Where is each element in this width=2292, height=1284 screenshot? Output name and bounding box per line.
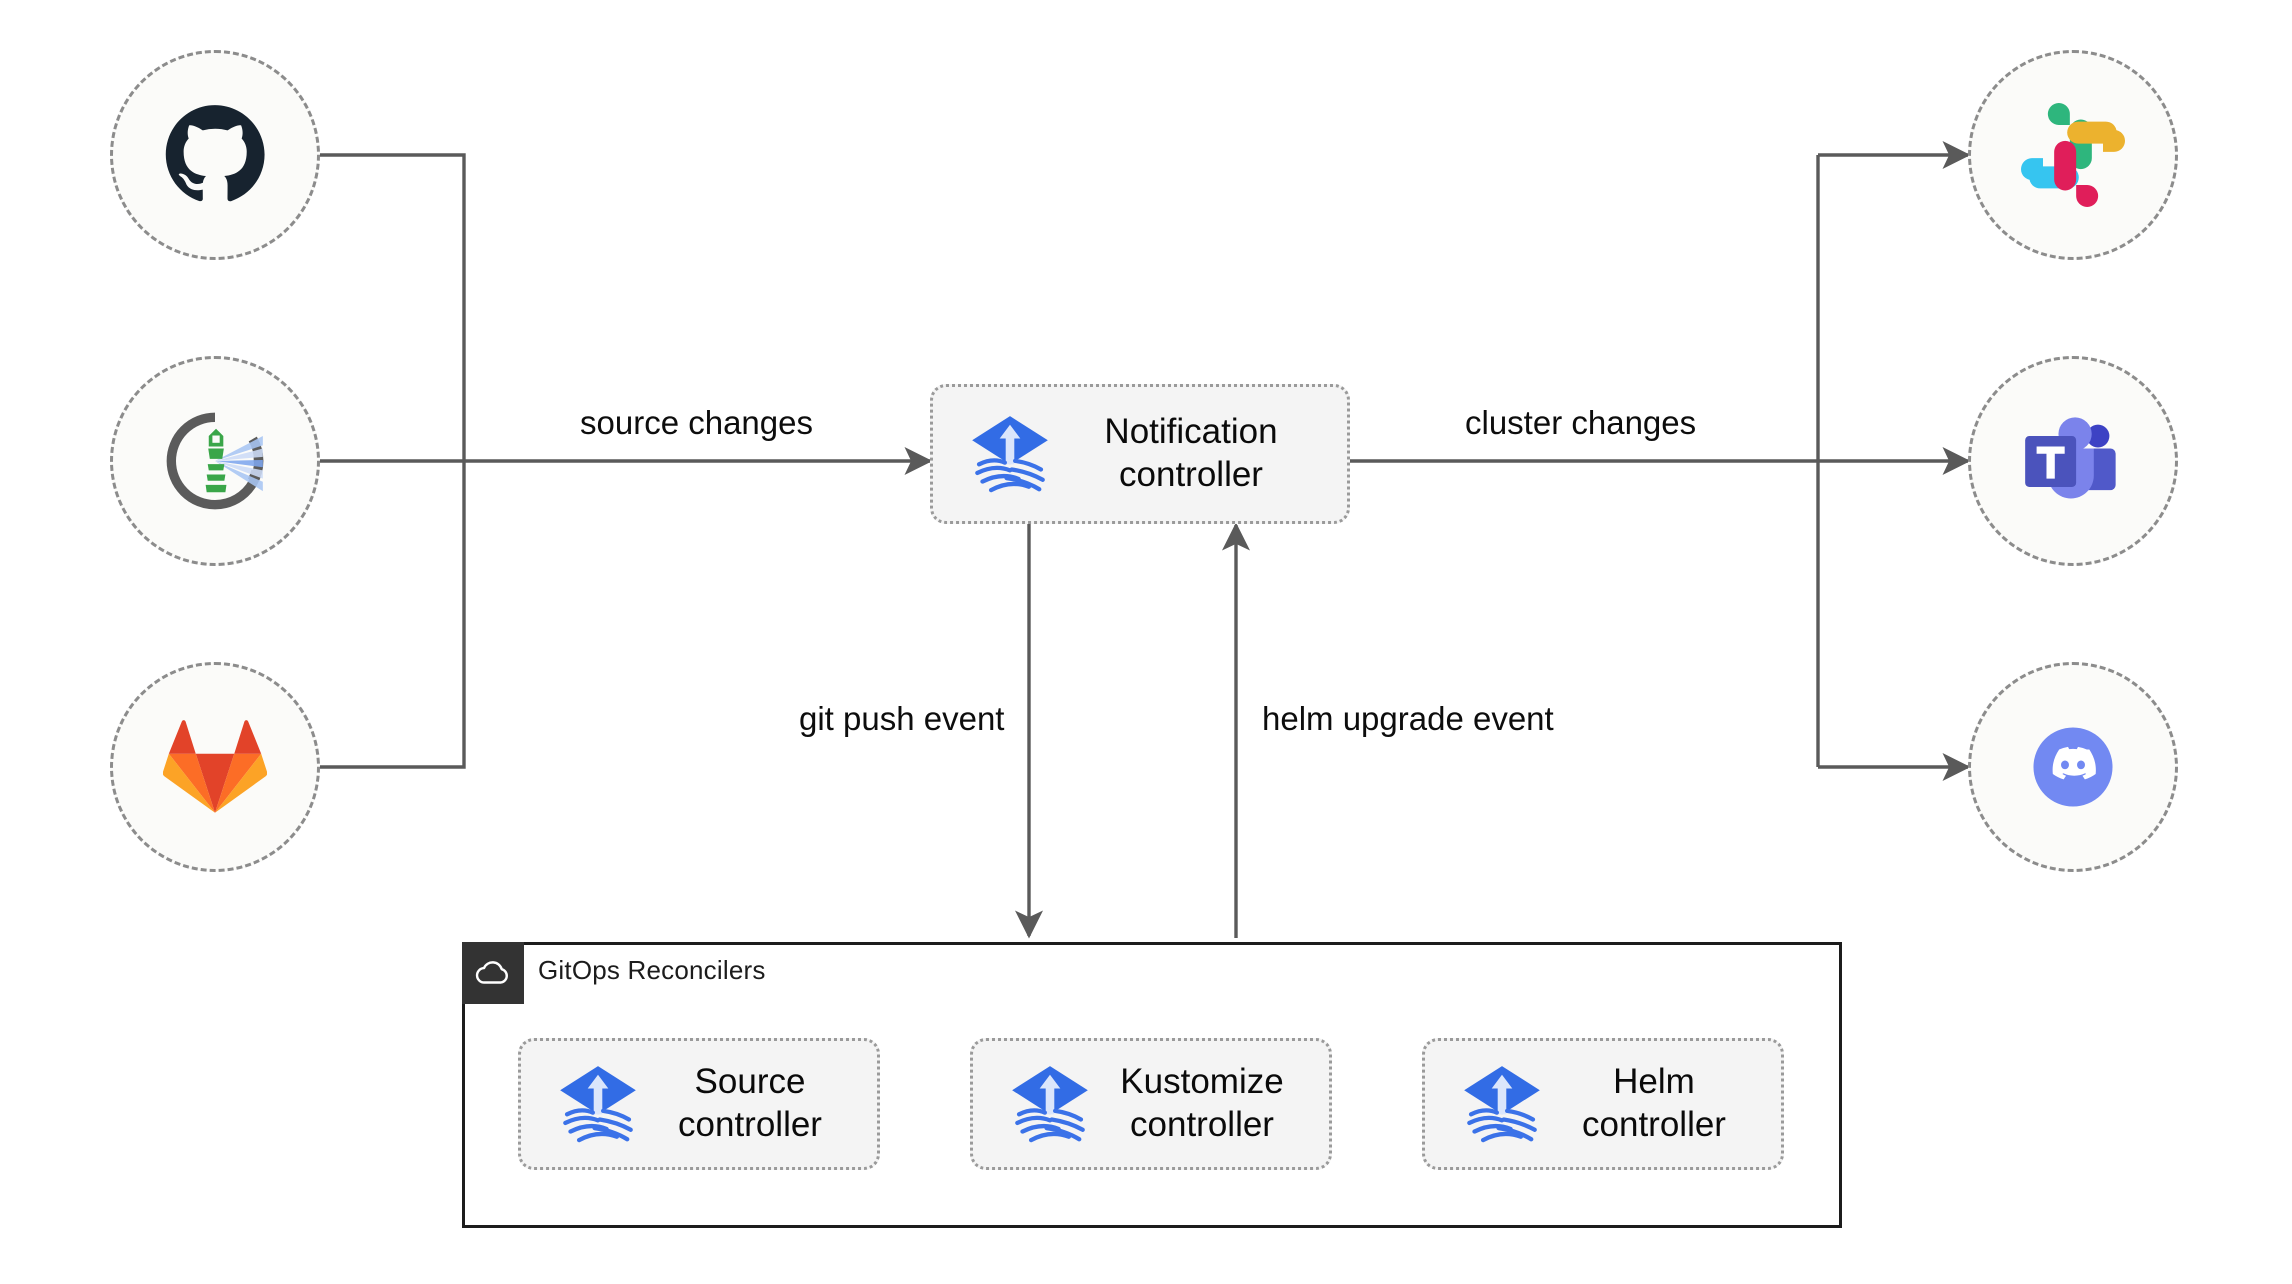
source-node-gitea[interactable] [110, 356, 320, 566]
destination-node-slack[interactable] [1968, 50, 2178, 260]
destination-node-teams[interactable] [1968, 356, 2178, 566]
flux-icon [1012, 1066, 1088, 1143]
edge-label-helm-upgrade-event: helm upgrade event [1262, 700, 1554, 737]
destination-node-discord[interactable] [1968, 662, 2178, 872]
gitops-reconcilers-title: GitOps Reconcilers [538, 955, 766, 985]
edge-label-source-changes: source changes [580, 404, 813, 441]
discord-icon [2033, 727, 2113, 807]
gitea-icon [166, 412, 264, 510]
microsoft-teams-icon [2025, 417, 2116, 499]
slack-icon [2021, 103, 2125, 207]
kustomize-controller-label: Kustomize controller [1120, 1062, 1284, 1144]
edge-label-git-push-event: git push event [799, 700, 1005, 737]
source-controller-label: Source controller [678, 1062, 822, 1144]
source-node-github[interactable] [110, 50, 320, 260]
gitops-reconcilers-tab [462, 942, 524, 1004]
left-source-bus [320, 153, 466, 769]
github-icon [165, 105, 265, 202]
flux-icon [972, 416, 1048, 493]
notification-controller-box[interactable]: Notification controller [930, 384, 1350, 524]
gitlab-icon [163, 720, 267, 813]
kustomize-controller-box[interactable]: Kustomize controller [970, 1038, 1332, 1170]
notification-controller-label: Notification controller [1104, 412, 1278, 494]
source-controller-box[interactable]: Source controller [518, 1038, 880, 1170]
helm-controller-label: Helm controller [1582, 1062, 1726, 1144]
cloud-icon [475, 961, 508, 984]
flux-icon [1464, 1066, 1540, 1143]
edge-label-cluster-changes: cluster changes [1465, 404, 1697, 441]
flux-icon [560, 1066, 636, 1143]
source-node-gitlab[interactable] [110, 662, 320, 872]
helm-controller-box[interactable]: Helm controller [1422, 1038, 1784, 1170]
